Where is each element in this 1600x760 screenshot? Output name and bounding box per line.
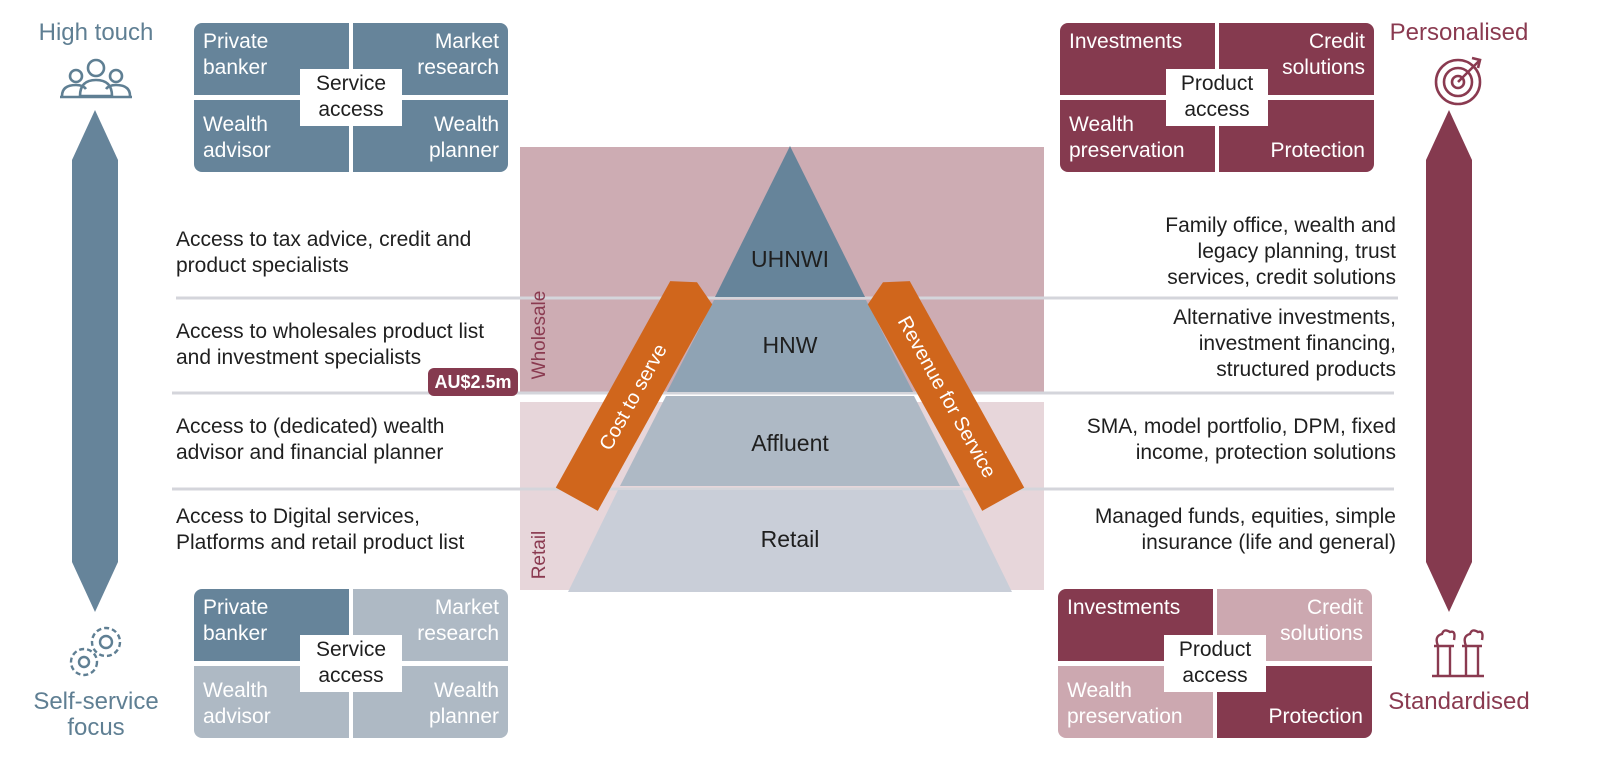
self-service-label: Self-service focus [15,689,177,741]
right-description-hnw: Alternative investments,investment finan… [1173,306,1396,381]
investments-cell: Investments [1058,589,1213,661]
self-service-label-line1: Self-service [33,688,159,715]
revenue-for-service-arrow [867,281,1025,511]
target-icon [1434,56,1482,106]
tier-affluent [620,396,960,486]
personalised-label: Personalised [1389,19,1529,46]
left-vertical-arrow [72,110,118,612]
tier-uhnwi [715,146,865,297]
self-service-label-line2: focus [67,714,125,741]
people-group-icon [60,58,132,99]
gears-icon [69,626,122,677]
retail-zone-label: Retail [529,530,550,580]
wholesale-zone-label: Wholesale [529,290,550,380]
standardised-label: Standardised [1388,688,1530,715]
high-touch-label: High touch [38,19,154,46]
cost-to-serve-arrow [555,281,713,511]
tier-label-retail: Retail [760,526,820,552]
factory-icon [1432,629,1484,678]
tier-label-uhnwi: UHNWI [751,246,829,272]
tier-label-affluent: Affluent [751,430,829,456]
left-description-retail: Access to Digital services,Platforms and… [176,505,465,554]
tier-label-hnw: HNW [762,332,818,358]
tier-retail [568,490,1012,592]
tier-hnw [667,300,913,392]
right-vertical-arrow [1426,110,1472,612]
threshold-label: AU$2.5m [434,372,512,392]
threshold-badge [428,368,518,396]
